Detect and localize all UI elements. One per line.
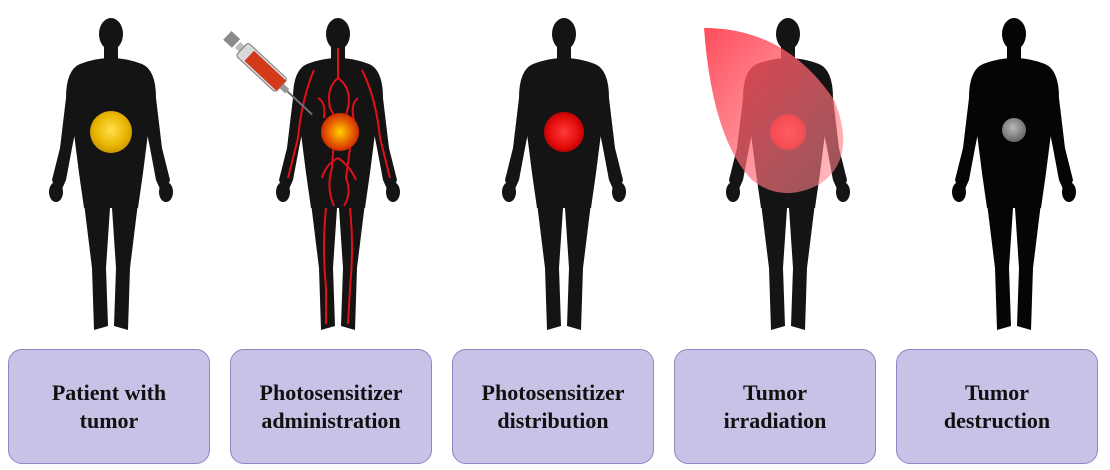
body-silhouette xyxy=(49,18,173,330)
stage-panel-1: Patient with tumor xyxy=(0,0,222,470)
patient-figure xyxy=(444,8,666,338)
stage-label: Tumor destruction xyxy=(944,379,1050,435)
stage-label-box: Photosensitizer administration xyxy=(230,349,432,464)
tumor xyxy=(1002,118,1026,142)
stage-label: Photosensitizer administration xyxy=(260,379,403,435)
body-silhouette xyxy=(952,18,1076,330)
tumor xyxy=(544,112,584,152)
patient-figure xyxy=(666,8,888,338)
body-silhouette xyxy=(502,18,626,330)
tumor xyxy=(90,111,132,153)
stage-panel-2: Photosensitizer administration xyxy=(222,0,444,470)
patient-figure xyxy=(0,8,222,338)
stage-label: Patient with tumor xyxy=(52,379,166,435)
patient-figure xyxy=(222,8,444,338)
stage-label-box: Photosensitizer distribution xyxy=(452,349,654,464)
stage-panel-4: Tumor irradiation xyxy=(666,0,888,470)
tumor xyxy=(321,113,359,151)
stage-label-box: Patient with tumor xyxy=(8,349,210,464)
stage-panel-5: Tumor destruction xyxy=(888,0,1110,470)
stage-label: Tumor irradiation xyxy=(724,379,827,435)
patient-figure xyxy=(888,8,1110,338)
stage-label-box: Tumor destruction xyxy=(896,349,1098,464)
stage-label-box: Tumor irradiation xyxy=(674,349,876,464)
stage-panel-3: Photosensitizer distribution xyxy=(444,0,666,470)
light-beam xyxy=(704,28,843,193)
stage-label: Photosensitizer distribution xyxy=(482,379,625,435)
